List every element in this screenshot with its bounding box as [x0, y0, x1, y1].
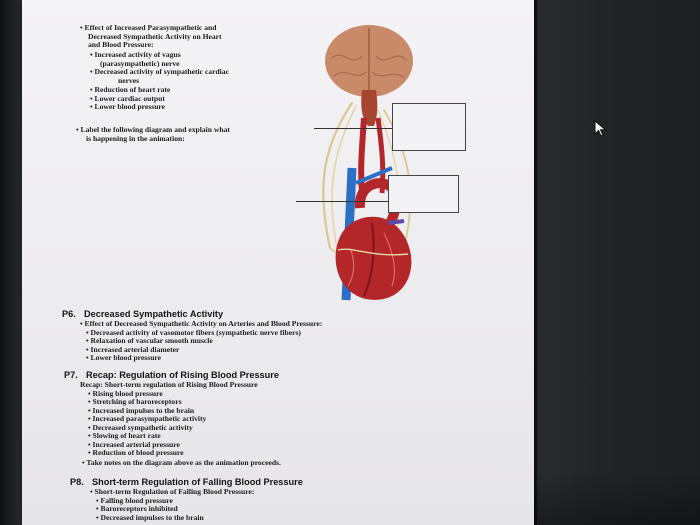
p7-line: • Decreased sympathetic activity: [88, 422, 193, 432]
monitor-bezel: [534, 0, 700, 525]
p7-line: • Stretching of baroreceptors: [88, 397, 182, 406]
label-box-artery[interactable]: [388, 175, 459, 213]
intro-item: (parasympathetic) nerve: [100, 58, 180, 68]
p6-line: • Relaxation of vascular smooth muscle: [86, 336, 213, 345]
p8-line: • Baroreceptors inhibited: [96, 504, 178, 513]
bezel-shadow: [534, 470, 700, 525]
p7-line: Recap: Short-term regulation of Rising B…: [80, 380, 258, 389]
label-prompt-1: • Label the following diagram and explai…: [76, 125, 230, 134]
p6-line: • Effect of Decreased Sympathetic Activi…: [80, 319, 323, 328]
p6-line: • Decreased activity of vasomotor fibers…: [86, 327, 301, 337]
p7-title: Recap: Regulation of Rising Blood Pressu…: [86, 370, 279, 380]
p7-heading: P7. Recap: Regulation of Rising Blood Pre…: [64, 370, 279, 380]
p7-line: • Increased impulses to the brain: [88, 405, 195, 415]
intro-item: • Reduction of heart rate: [90, 85, 171, 94]
p7-line: • Reduction of blood pressure: [88, 448, 184, 457]
worksheet-page: • Effect of Increased Parasympathetic an…: [22, 0, 534, 525]
heart-brain-diagram: [322, 25, 413, 301]
mouse-pointer-icon: [594, 120, 607, 137]
p8-title: Short-term Regulation of Falling Blood P…: [92, 477, 303, 487]
coronary-vessel: [347, 247, 355, 287]
brain-folds: [331, 54, 407, 79]
p6-number: P6.: [62, 309, 76, 319]
vein: [355, 166, 393, 185]
coronary-vessel: [383, 232, 396, 287]
p7-line: • Increased arterial pressure: [88, 439, 180, 449]
bezel-edge: [534, 0, 537, 525]
p8-heading: P8. Short-term Regulation of Falling Bloo…: [70, 477, 303, 487]
p8-line: • Falling blood pressure: [96, 495, 173, 505]
nerve-fiber: [331, 105, 357, 255]
pulmonary-vessel: [387, 219, 405, 225]
p6-line: • Increased arterial diameter: [86, 344, 180, 354]
p6-line: • Lower blood pressure: [86, 353, 162, 362]
p7-line: • Increased parasympathetic activity: [88, 414, 207, 423]
leader-line: [314, 128, 392, 130]
intro-item: • Lower blood pressure: [90, 102, 166, 111]
nerve-fiber: [322, 101, 354, 250]
p7-line: • Take notes on the diagram above as the…: [82, 458, 281, 467]
p8-number: P8.: [70, 477, 84, 487]
intro-item: • Increased activity of vagus: [90, 50, 181, 59]
label-prompt-2: is happening in the animation:: [86, 133, 185, 143]
p7-number: P7.: [64, 370, 78, 380]
p7-line: • Rising blood pressure: [88, 388, 163, 398]
intro-item: • Decreased activity of sympathetic card…: [90, 67, 229, 76]
intro-item: • Lower cardiac output: [90, 93, 165, 103]
monitor-left-edge: [0, 0, 22, 525]
p8-line: • Decreased impulses to the brain: [96, 512, 204, 522]
heart-groove: [363, 222, 375, 297]
intro-item: nerves: [118, 75, 140, 85]
p6-heading: P6. Decreased Sympathetic Activity: [62, 309, 223, 319]
p7-line: • Slowing of heart rate: [88, 431, 161, 440]
intro-line-1: • Effect of Increased Parasympathetic an…: [80, 23, 217, 32]
label-box-brain[interactable]: [392, 103, 466, 151]
leader-line: [296, 201, 388, 203]
p8-line: • Short-term Regulation of Falling Blood…: [90, 487, 255, 496]
intro-line-3: and Blood Pressure:: [88, 40, 154, 49]
intro-line-2: Decreased Sympathetic Activity on Heart: [88, 31, 222, 41]
p6-title: Decreased Sympathetic Activity: [84, 309, 224, 319]
brain-stem: [361, 90, 378, 126]
cardiac-nerve: [337, 248, 409, 256]
